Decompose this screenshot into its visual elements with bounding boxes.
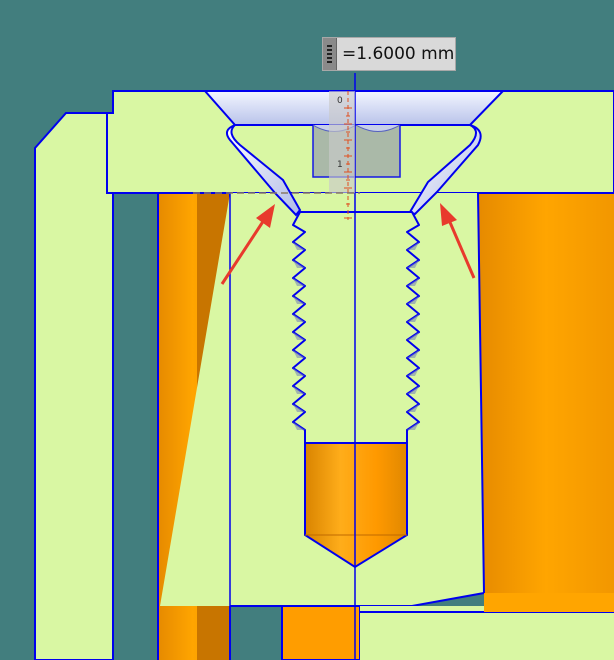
right-orange-body (478, 193, 614, 593)
bottom-right-orange (360, 606, 614, 660)
measure-ruler: 0 1 (329, 91, 355, 220)
drag-grip-icon[interactable] (323, 38, 337, 70)
ruler-label-1: 1 (337, 160, 343, 170)
lower-step-outline (230, 605, 283, 660)
threaded-hole (292, 211, 420, 444)
ruler-label-0: 0 (337, 96, 343, 106)
measurement-callout[interactable]: =1.6000 mm (322, 37, 456, 71)
annotation-arrow-right (440, 203, 476, 279)
socket-recess (312, 124, 401, 178)
bottom-right-orange-strip (484, 593, 614, 612)
thread-ridges-left (293, 242, 305, 430)
thread-ridges-right (407, 242, 419, 430)
measurement-value: =1.6000 mm (342, 44, 455, 64)
annotation-arrow-left (220, 204, 275, 285)
drill-hole (304, 442, 408, 569)
left-section-part (34, 112, 114, 660)
bottom-left-orange (281, 605, 361, 660)
